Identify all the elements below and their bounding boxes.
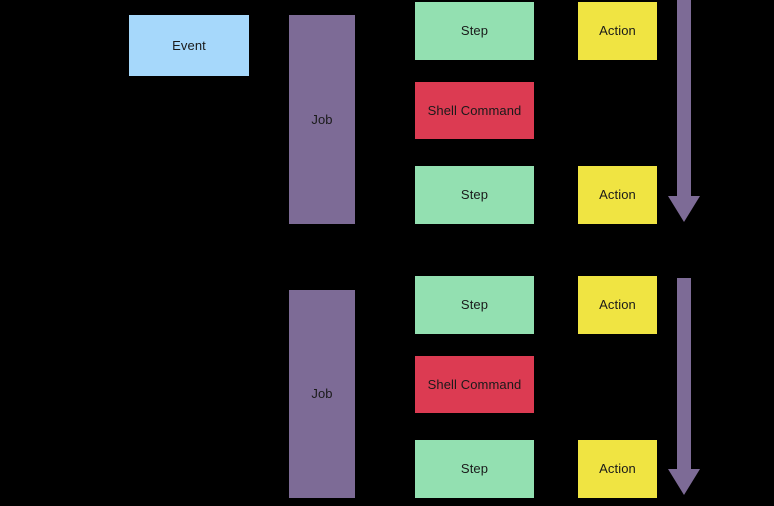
node-job-1[interactable]: Job <box>289 15 355 224</box>
node-action-3[interactable]: Action <box>578 276 657 334</box>
node-label-action-2: Action <box>599 187 636 203</box>
node-job-2[interactable]: Job <box>289 290 355 498</box>
node-label-step-1: Step <box>460 23 489 39</box>
node-step-3[interactable]: Step <box>415 276 534 334</box>
flow-arrow-1-down-icon <box>668 0 700 222</box>
node-event-1[interactable]: Event <box>129 15 249 76</box>
flow-arrow-2-down-icon <box>668 278 700 495</box>
node-label-action-4: Action <box>599 461 636 477</box>
node-shell-command-2[interactable]: Shell Command <box>415 356 534 413</box>
node-action-2[interactable]: Action <box>578 166 657 224</box>
node-label-job-2: Job <box>311 386 333 402</box>
node-label-event-1: Event <box>172 37 206 53</box>
node-step-2[interactable]: Step <box>415 166 534 224</box>
node-label-step-3: Step <box>460 297 489 313</box>
node-label-job-1: Job <box>311 111 333 127</box>
node-action-4[interactable]: Action <box>578 440 657 498</box>
node-label-step-2: Step <box>460 187 489 203</box>
node-step-4[interactable]: Step <box>415 440 534 498</box>
node-label-shell-command-2: Shell Command <box>427 376 522 392</box>
node-label-action-1: Action <box>599 23 636 39</box>
node-label-action-3: Action <box>599 297 636 313</box>
node-label-step-4: Step <box>460 461 489 477</box>
node-shell-command-1[interactable]: Shell Command <box>415 82 534 139</box>
node-step-1[interactable]: Step <box>415 2 534 60</box>
node-action-1[interactable]: Action <box>578 2 657 60</box>
node-label-shell-command-1: Shell Command <box>427 102 522 118</box>
